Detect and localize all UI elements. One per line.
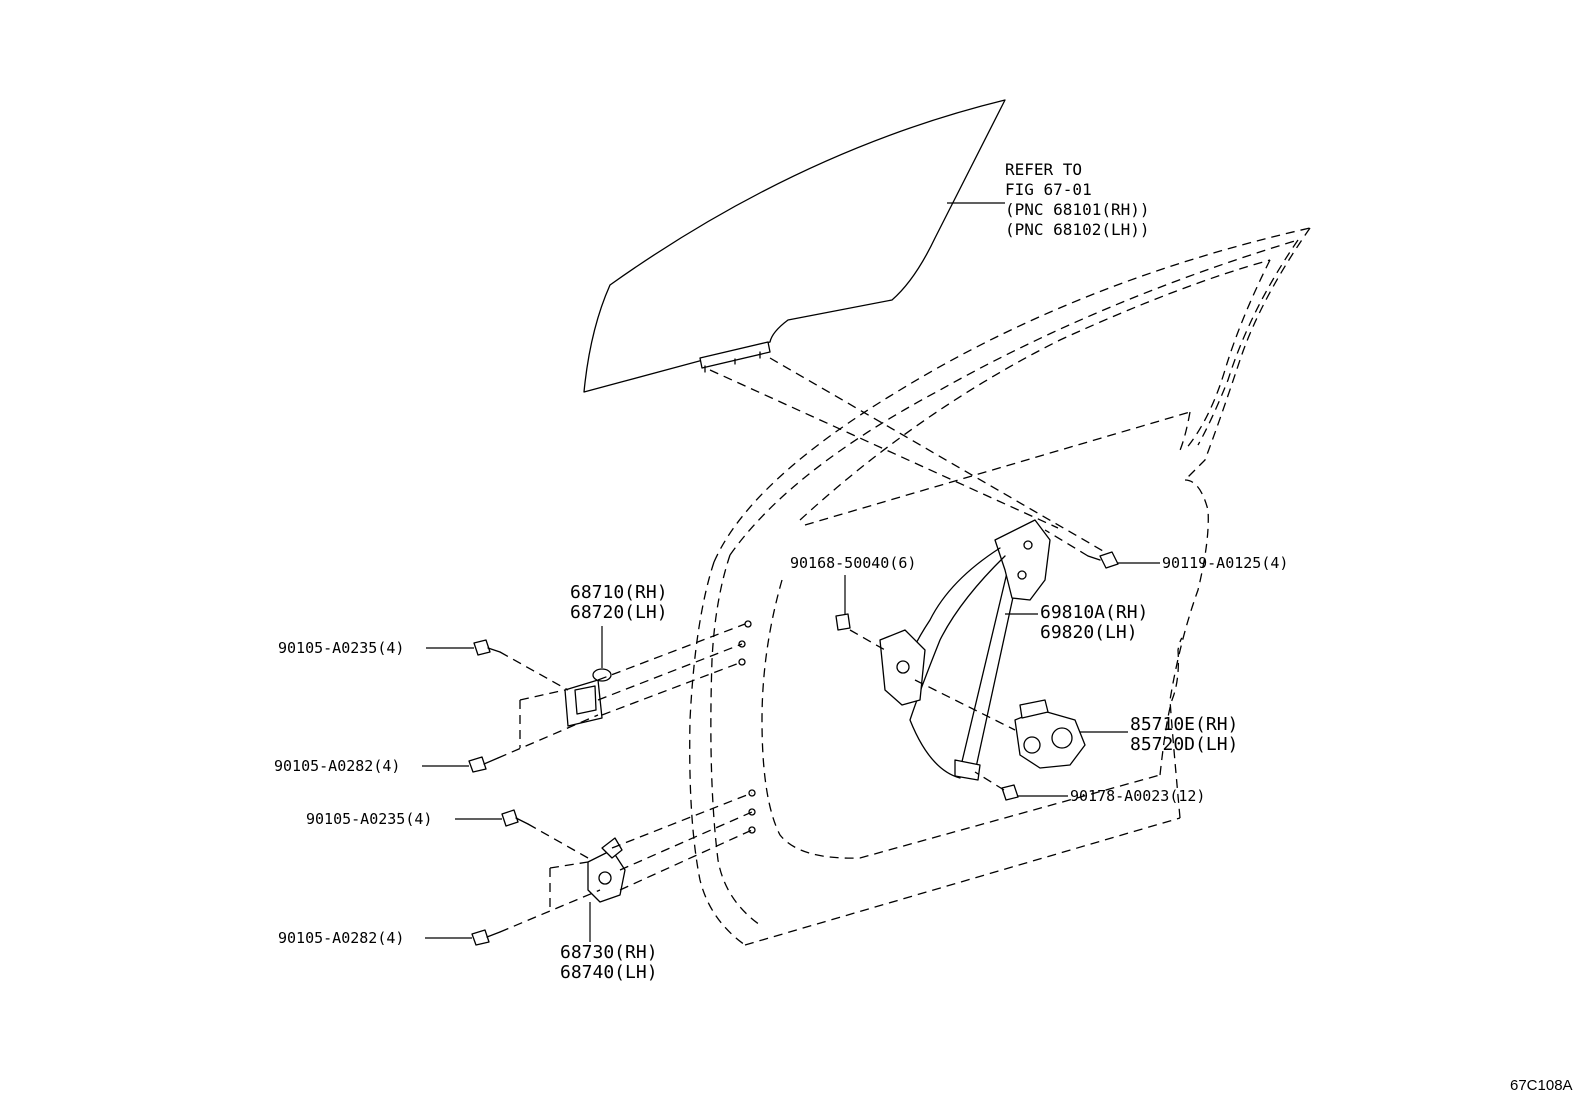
motor-lh-label: 85720D(LH) (1130, 734, 1238, 755)
bolt-lower-hinge-2-label: 90105-A0282(4) (278, 929, 404, 947)
upper-hinge[interactable] (519, 623, 746, 748)
regulator-lh-label: 69820(LH) (1040, 622, 1138, 643)
door-frame (689, 227, 1311, 946)
bolt-lower-hinge-2[interactable] (471, 889, 601, 946)
glass-note-line-4: (PNC 68102(LH)) (1005, 220, 1150, 239)
motor-rh-label: 85710E(RH) (1130, 714, 1238, 735)
glass-note: REFER TO FIG 67-01 (PNC 68101(RH)) (PNC … (1005, 160, 1150, 239)
upper-hinge-lh-label: 68720(LH) (570, 602, 668, 623)
glass-note-line-2: FIG 67-01 (1005, 180, 1092, 199)
bolt-lower-hinge-1-label: 90105-A0235(4) (306, 810, 432, 828)
glass-note-line-1: REFER TO (1005, 160, 1082, 179)
clip-regulator[interactable] (835, 613, 886, 651)
door-glass[interactable] (583, 99, 1006, 393)
bolt-regulator-top[interactable] (1044, 529, 1119, 569)
glass-guide-lines (709, 357, 1111, 556)
regulator-rh-label: 69810A(RH) (1040, 602, 1148, 623)
lower-hinge-rh-label: 68730(RH) (560, 942, 658, 963)
glass-note-line-3: (PNC 68101(RH)) (1005, 200, 1150, 219)
bolt-upper-hinge-1[interactable] (473, 639, 569, 691)
bolt-upper-hinge-2-label: 90105-A0282(4) (274, 757, 400, 775)
leader-lines (422, 202, 1160, 942)
upper-hinge-rh-label: 68710(RH) (570, 582, 668, 603)
window-regulator[interactable] (879, 519, 1051, 781)
lower-hinge[interactable] (549, 792, 753, 912)
bolt-lower-hinge-1[interactable] (501, 809, 589, 859)
bolt-upper-hinge-1-label: 90105-A0235(4) (278, 639, 404, 657)
bolt-motor-label: 90178-A0023(12) (1070, 787, 1205, 805)
figure-code: 67C108A (1510, 1077, 1573, 1094)
lower-hinge-lh-label: 68740(LH) (560, 962, 658, 983)
window-motor[interactable] (1014, 699, 1086, 769)
clip-regulator-label: 90168-50040(6) (790, 554, 916, 572)
bolt-regulator-top-label: 90119-A0125(4) (1162, 554, 1288, 572)
bolt-upper-hinge-2[interactable] (468, 714, 599, 773)
bolt-motor[interactable] (974, 771, 1019, 801)
